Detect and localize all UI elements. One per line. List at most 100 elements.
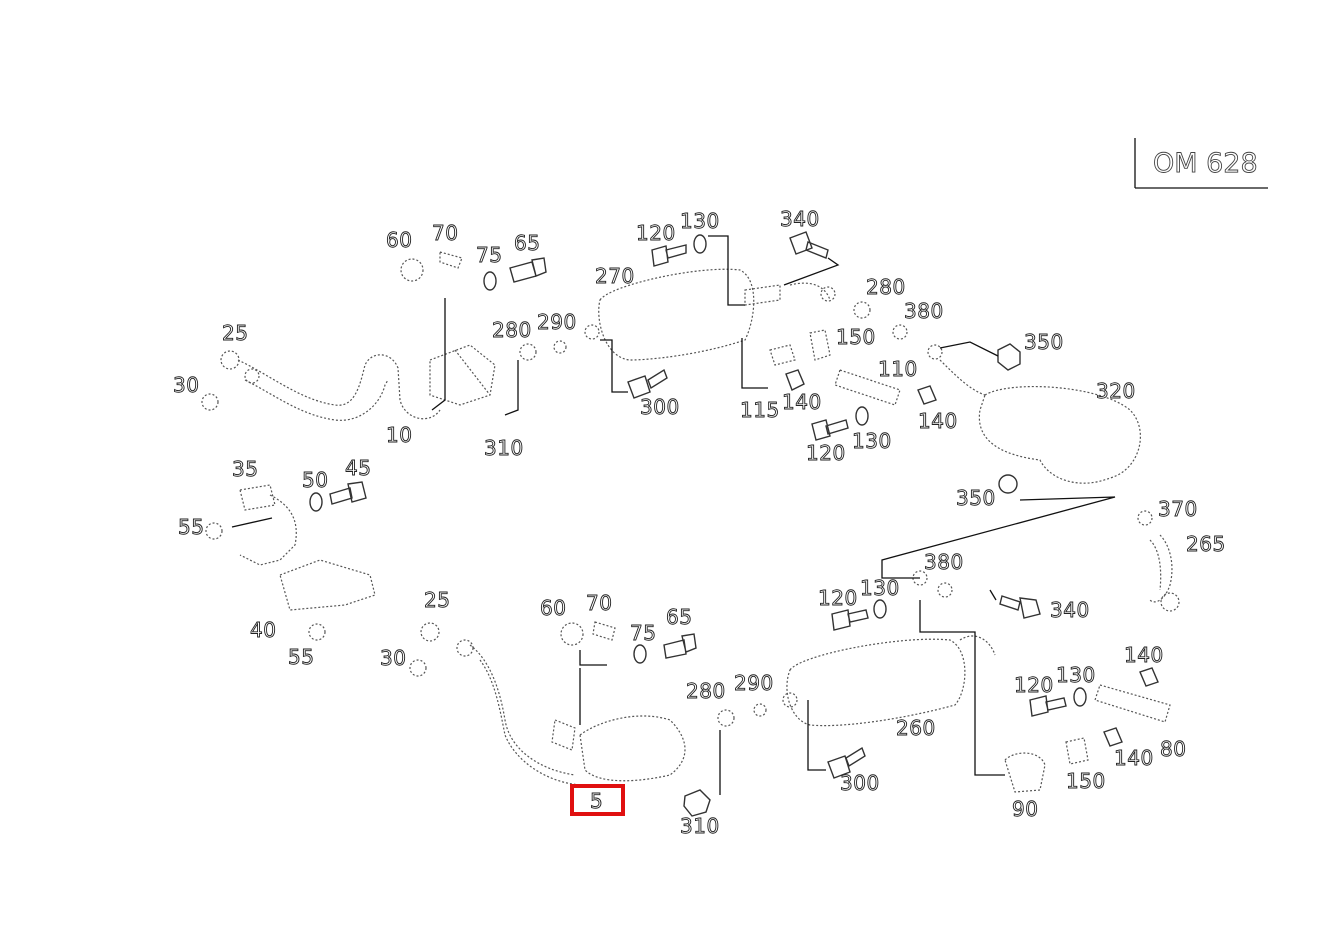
callout-80[interactable]: 80 [1160, 737, 1187, 762]
callout-55-a[interactable]: 55 [178, 515, 205, 540]
callout-70-lower[interactable]: 70 [586, 591, 613, 616]
callout-55-b[interactable]: 55 [288, 645, 315, 670]
callout-90[interactable]: 90 [1012, 797, 1039, 822]
nut-55-a [205, 522, 223, 540]
callout-115[interactable]: 115 [740, 398, 780, 423]
callout-120-upper-b[interactable]: 120 [806, 441, 846, 466]
callout-120-lower-b[interactable]: 120 [1014, 673, 1054, 698]
muffler-270 [598, 268, 755, 361]
callout-290-lower[interactable]: 290 [734, 671, 774, 696]
nut-140-upper-a [785, 369, 805, 391]
callout-280-lower[interactable]: 280 [686, 679, 726, 704]
ring-370 [1137, 510, 1153, 526]
callout-260[interactable]: 260 [896, 716, 936, 741]
callout-140-lower-a[interactable]: 140 [1124, 643, 1164, 668]
callout-290-upper[interactable]: 290 [537, 310, 577, 335]
callout-150-upper[interactable]: 150 [836, 325, 876, 350]
callout-370[interactable]: 370 [1158, 497, 1198, 522]
washer-75-lower [633, 644, 647, 664]
clip-70-upper [439, 251, 463, 269]
callout-70-upper[interactable]: 70 [432, 221, 459, 246]
callout-5[interactable]: 5 [590, 789, 604, 814]
front-pipe-upper [237, 354, 441, 421]
callout-10[interactable]: 10 [386, 423, 413, 448]
callout-40[interactable]: 40 [250, 618, 277, 643]
nut-upper-30 [201, 393, 219, 411]
callout-45[interactable]: 45 [345, 456, 372, 481]
clamp-upper-b [820, 286, 836, 302]
clip-70-lower [592, 621, 616, 641]
part-150-upper [809, 329, 831, 361]
clamp-lower-b [937, 582, 953, 598]
callout-300-lower[interactable]: 300 [840, 771, 880, 796]
callout-310-lower[interactable]: 310 [680, 814, 720, 839]
callout-300-upper[interactable]: 300 [640, 395, 680, 420]
callout-340-upper[interactable]: 340 [780, 207, 820, 232]
callout-60-upper[interactable]: 60 [386, 228, 413, 253]
callout-25-lower[interactable]: 25 [424, 588, 451, 613]
callout-380-upper[interactable]: 380 [904, 299, 944, 324]
callout-380-lower[interactable]: 380 [924, 550, 964, 575]
callout-30-lower[interactable]: 30 [380, 646, 407, 671]
callout-140-lower-b[interactable]: 140 [1114, 746, 1154, 771]
callout-265[interactable]: 265 [1186, 532, 1226, 557]
callout-270[interactable]: 270 [595, 264, 635, 289]
callout-30-upper[interactable]: 30 [173, 373, 200, 398]
callout-350-upper[interactable]: 350 [1024, 330, 1064, 355]
bolt-300-lower [827, 746, 866, 779]
callout-labels: 60 70 75 65 120 130 340 270 280 380 350 … [173, 207, 1226, 839]
callout-130-lower-b[interactable]: 130 [1056, 663, 1096, 688]
left-brackets [205, 481, 376, 641]
rubber-mount-60-upper [400, 258, 424, 282]
callout-75-lower[interactable]: 75 [630, 621, 657, 646]
callout-130-upper-b[interactable]: 130 [852, 429, 892, 454]
leader-lines [231, 235, 1116, 795]
callout-65-lower[interactable]: 65 [666, 605, 693, 630]
bracket-35 [239, 484, 276, 511]
rubber-mount-60-lower [560, 622, 584, 646]
callout-35[interactable]: 35 [232, 457, 259, 482]
callout-150-lower[interactable]: 150 [1066, 769, 1106, 794]
callout-65-upper[interactable]: 65 [514, 231, 541, 256]
washer-50 [309, 492, 323, 512]
clamp-upper-c [927, 344, 943, 360]
callout-130-upper[interactable]: 130 [680, 209, 720, 234]
callout-280-upper-left[interactable]: 280 [492, 318, 532, 343]
washer-130-upper-b [855, 406, 869, 426]
bolt-340-upper [789, 231, 829, 259]
tailpipe-265 [1149, 534, 1173, 603]
part-150-lower [1065, 737, 1089, 765]
callout-140-upper-b[interactable]: 140 [918, 409, 958, 434]
callout-320[interactable]: 320 [1096, 379, 1136, 404]
callout-280-upper-right[interactable]: 280 [866, 275, 906, 300]
part-90 [1004, 752, 1046, 793]
callout-120-upper[interactable]: 120 [636, 221, 676, 246]
callout-340-lower[interactable]: 340 [1050, 598, 1090, 623]
washer-350-lower [998, 474, 1018, 494]
bracket-80 [1094, 684, 1171, 723]
bolt-300-upper [627, 368, 668, 399]
washer-75-upper [483, 271, 497, 291]
clamp-280-upper-b [853, 301, 871, 319]
callout-120-lower[interactable]: 120 [818, 586, 858, 611]
nut-140-lower-a [1139, 667, 1159, 687]
bolt-120-upper-b [811, 419, 849, 441]
callout-310-upper[interactable]: 310 [484, 436, 524, 461]
model-label: OM 628 [1153, 148, 1258, 179]
callout-50[interactable]: 50 [302, 468, 329, 493]
washer-130-lower-b [1073, 687, 1087, 707]
upper-exhaust-assembly [201, 231, 1180, 612]
callout-75-upper[interactable]: 75 [476, 243, 503, 268]
muffler-260 [786, 635, 996, 727]
callout-130-lower[interactable]: 130 [860, 576, 900, 601]
callout-60-lower[interactable]: 60 [540, 596, 567, 621]
callout-110[interactable]: 110 [878, 357, 918, 382]
nut-lower-30 [409, 659, 427, 677]
bolt-120-lower [831, 609, 869, 631]
catalytic-converter-upper [429, 344, 496, 406]
callout-140-upper-a[interactable]: 140 [782, 390, 822, 415]
callout-25-upper[interactable]: 25 [222, 321, 249, 346]
callout-350-lower[interactable]: 350 [956, 486, 996, 511]
flange-upper-25 [220, 350, 240, 370]
